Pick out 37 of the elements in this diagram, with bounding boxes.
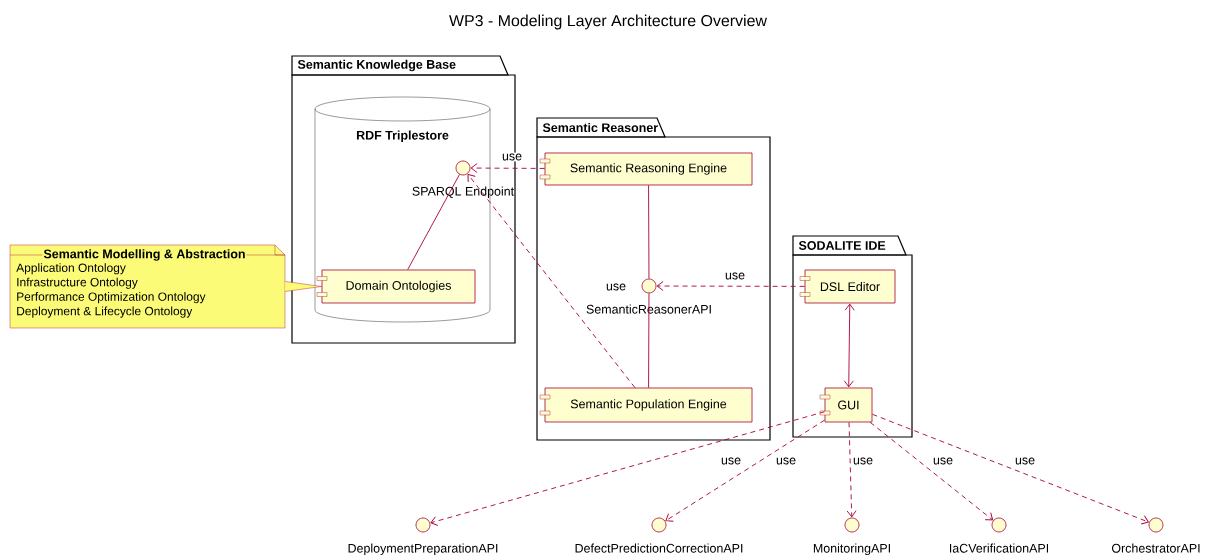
node-label: SODALITE IDE	[798, 241, 886, 250]
dashed-arrow	[467, 173, 636, 389]
component-box: DSL Editor	[799, 269, 896, 304]
node-label: Semantic Knowledge Base	[297, 59, 456, 72]
edge-label: use	[851, 456, 875, 466]
interface-label: DefectPredictionCorrectionAPI	[575, 543, 743, 553]
interface-label: SemanticReasonerAPI	[586, 304, 711, 314]
component-box: Semantic Population Engine	[539, 387, 753, 423]
dashed-arrow	[656, 281, 806, 291]
component-box: Semantic Reasoning Engine	[539, 152, 753, 186]
dashed-arrow	[871, 413, 1149, 525]
component-box: Domain Ontologies	[316, 269, 476, 304]
dashed-arrow	[846, 421, 857, 518]
title: WP3 - Modeling Layer Architecture Overview	[449, 14, 767, 30]
edge-label: use	[1013, 456, 1037, 466]
connector-line	[648, 292, 650, 389]
arrow	[843, 303, 855, 388]
node-label: Semantic Reasoner	[542, 122, 658, 133]
dashed-arrow	[665, 419, 826, 522]
edge-label: use	[500, 152, 524, 162]
interface-label: OrchestratorAPI	[1111, 543, 1200, 553]
dashed-arrow	[430, 411, 826, 526]
dashed-arrow	[470, 163, 546, 173]
note: Semantic Modelling & Abstraction Application Ontology Infrastructure Ontology Performance Optimization Ontology Deployment & Lifecycle Ontology	[9, 244, 286, 329]
edge-label: use	[931, 456, 955, 466]
connector-line	[648, 184, 650, 280]
edge-label: use	[774, 456, 798, 466]
edge-label: use	[719, 456, 743, 466]
interface-label: SPARQL Endpoint	[412, 186, 514, 199]
edge-label: use	[723, 271, 747, 281]
dashed-arrow	[869, 421, 994, 521]
connector-line	[407, 174, 460, 271]
interface-label: DeploymentPreparationAPI	[348, 543, 498, 556]
interface-label: IaCVerificationAPI	[949, 543, 1049, 553]
text-label: use	[606, 283, 626, 291]
interface-label: MonitoringAPI	[813, 543, 890, 556]
component-box: GUI	[819, 387, 873, 423]
